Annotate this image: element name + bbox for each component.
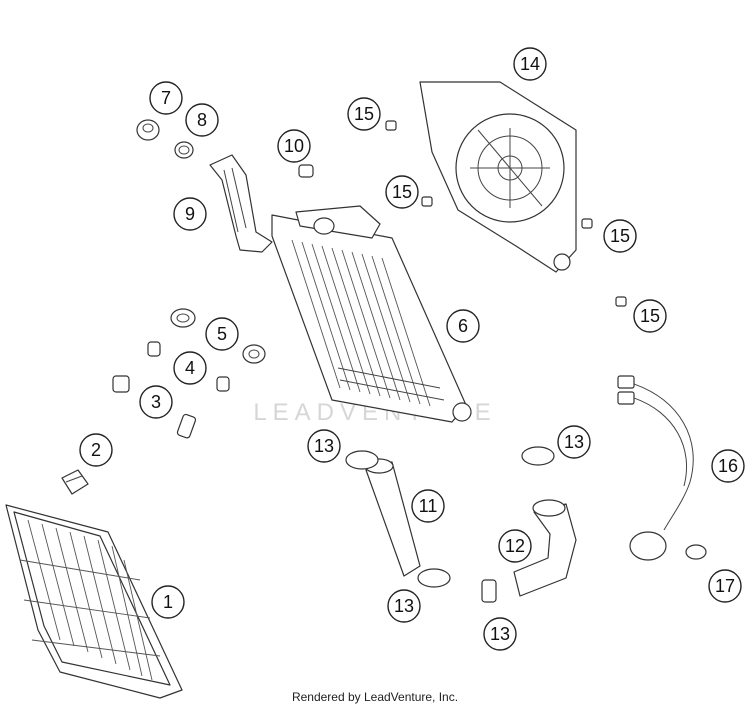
svg-text:15: 15	[640, 306, 660, 326]
part-radiator	[271, 205, 472, 423]
part-hose-straight	[364, 458, 421, 577]
callout-14: 14	[513, 47, 547, 81]
svg-text:6: 6	[458, 316, 468, 336]
svg-text:4: 4	[185, 358, 195, 378]
svg-text:17: 17	[715, 576, 735, 596]
svg-text:8: 8	[197, 110, 207, 130]
svg-text:10: 10	[284, 136, 304, 156]
callout-12: 12	[498, 529, 532, 563]
callout-1: 1	[151, 585, 185, 619]
part-clip	[61, 469, 89, 495]
callout-6: 6	[446, 309, 480, 343]
part-radiator-guard	[5, 504, 183, 699]
callout-15-a: 15	[347, 97, 381, 131]
svg-text:12: 12	[505, 536, 525, 556]
part-hose-elbow	[513, 499, 577, 597]
svg-text:15: 15	[354, 104, 374, 124]
svg-text:13: 13	[490, 624, 510, 644]
svg-text:1: 1	[163, 592, 173, 612]
svg-text:11: 11	[419, 496, 438, 516]
svg-text:15: 15	[392, 182, 412, 202]
callout-11: 11	[411, 489, 445, 523]
part-sensor-cable	[617, 375, 694, 561]
callout-2: 2	[79, 433, 113, 467]
part-clip-ring	[685, 544, 707, 560]
callout-15-b: 15	[385, 175, 419, 209]
svg-text:16: 16	[718, 456, 738, 476]
svg-text:13: 13	[564, 432, 584, 452]
svg-text:13: 13	[394, 596, 414, 616]
callout-10: 10	[277, 129, 311, 163]
svg-text:9: 9	[185, 204, 195, 224]
part-fan	[419, 81, 577, 273]
credit-footer: Rendered by LeadVenture, Inc.	[291, 690, 459, 704]
part-bracket	[209, 154, 273, 253]
svg-text:7: 7	[161, 88, 171, 108]
callout-13-d: 13	[483, 617, 517, 651]
callout-7: 7	[149, 81, 183, 115]
part-screw	[298, 164, 314, 178]
part-bolts-and-grommets	[112, 308, 266, 439]
svg-text:5: 5	[217, 324, 227, 344]
callout-13-c: 13	[557, 425, 591, 459]
svg-text:3: 3	[151, 392, 161, 412]
svg-text:13: 13	[314, 436, 334, 456]
callout-17: 17	[708, 569, 742, 603]
callout-8: 8	[185, 103, 219, 137]
callout-13-b: 13	[387, 589, 421, 623]
part-hose-clamps	[345, 446, 555, 603]
callout-9: 9	[173, 197, 207, 231]
part-cap-and-oring	[136, 119, 194, 159]
svg-text:2: 2	[91, 440, 101, 460]
callout-5: 5	[205, 317, 239, 351]
callout-16: 16	[711, 449, 745, 483]
callout-4: 4	[173, 351, 207, 385]
svg-text:14: 14	[520, 54, 540, 74]
callout-3: 3	[139, 385, 173, 419]
callout-15-d: 15	[633, 299, 667, 333]
part-fan-screws	[385, 120, 627, 307]
svg-text:15: 15	[610, 226, 630, 246]
callout-15-c: 15	[603, 219, 637, 253]
callout-13-a: 13	[307, 429, 341, 463]
